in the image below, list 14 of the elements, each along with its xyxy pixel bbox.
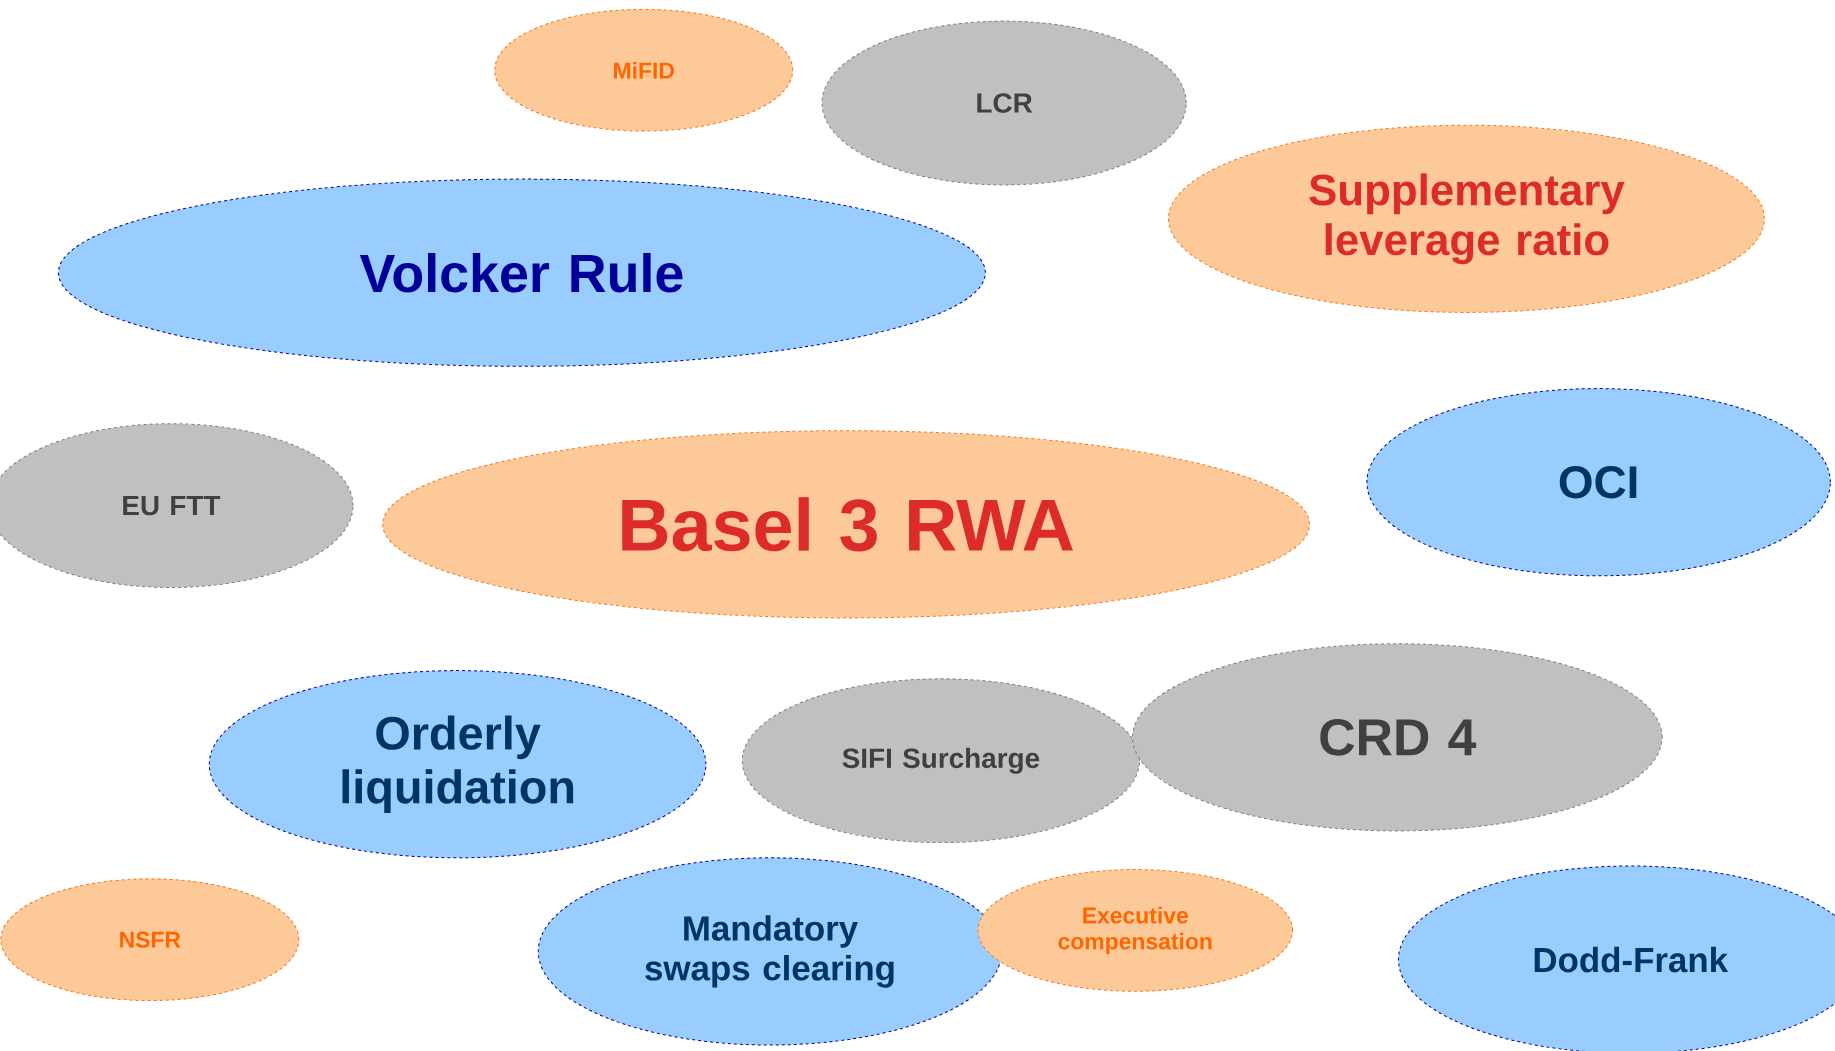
ellipse-bubble: EU FTT [0, 423, 354, 588]
ellipse-bubble: Basel 3 RWA [382, 430, 1311, 619]
ellipse-bubble: CRD 4 [1132, 643, 1663, 832]
ellipse-bubble: Executive compensation [977, 869, 1293, 992]
ellipse-bubble: Orderly liquidation [208, 670, 707, 859]
ellipse-bubble: NSFR [0, 878, 300, 1002]
ellipse-bubble: LCR [821, 20, 1187, 186]
ellipse-bubble: Dodd-Frank [1398, 865, 1835, 1051]
ellipse-bubble: Volcker Rule [57, 178, 986, 367]
ellipse-bubble: MiFID [494, 8, 794, 132]
ellipse-bubble: OCI [1366, 388, 1831, 577]
ellipse-bubble: SIFI Surcharge [741, 678, 1141, 844]
ellipse-bubble: Mandatory swaps clearing [537, 857, 1003, 1046]
ellipse-bubble: Supplementary leverage ratio [1168, 124, 1765, 313]
